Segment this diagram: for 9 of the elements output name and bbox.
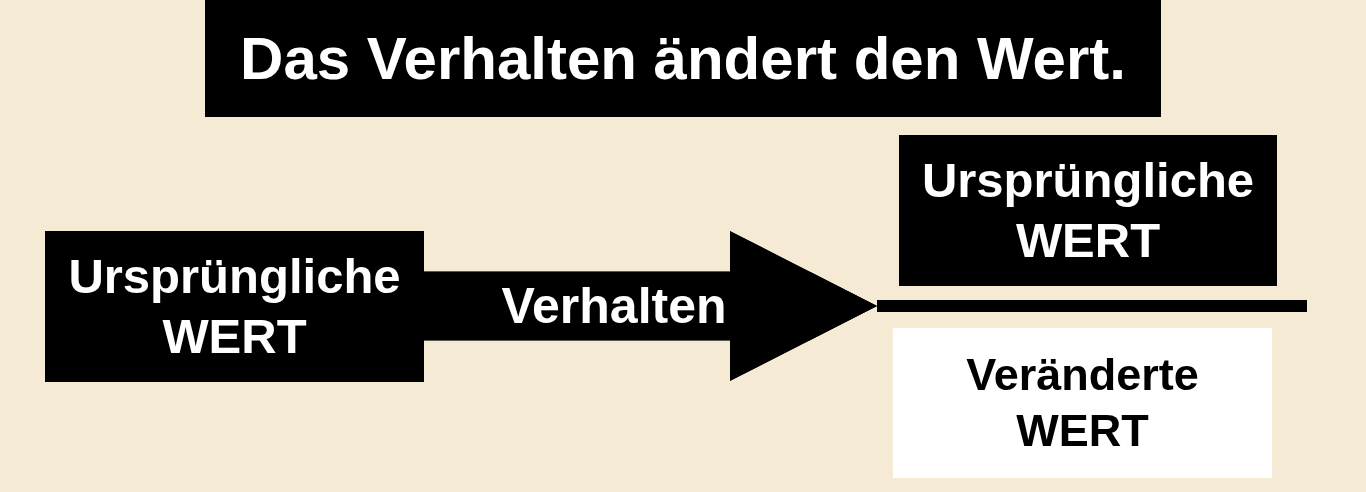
title: Das Verhalten ändert den Wert.: [205, 0, 1161, 117]
process-box: [899, 135, 1277, 286]
horizontal-bar: [877, 300, 1307, 312]
process-box: [45, 231, 424, 382]
process-box: [893, 328, 1272, 478]
node-label: Ursprüngliche WERT: [67, 247, 402, 365]
edge-label: Verhalten: [501, 278, 727, 334]
node-label: Ursprüngliche WERT: [920, 151, 1256, 269]
node-label: Veränderte WERT: [965, 347, 1200, 458]
